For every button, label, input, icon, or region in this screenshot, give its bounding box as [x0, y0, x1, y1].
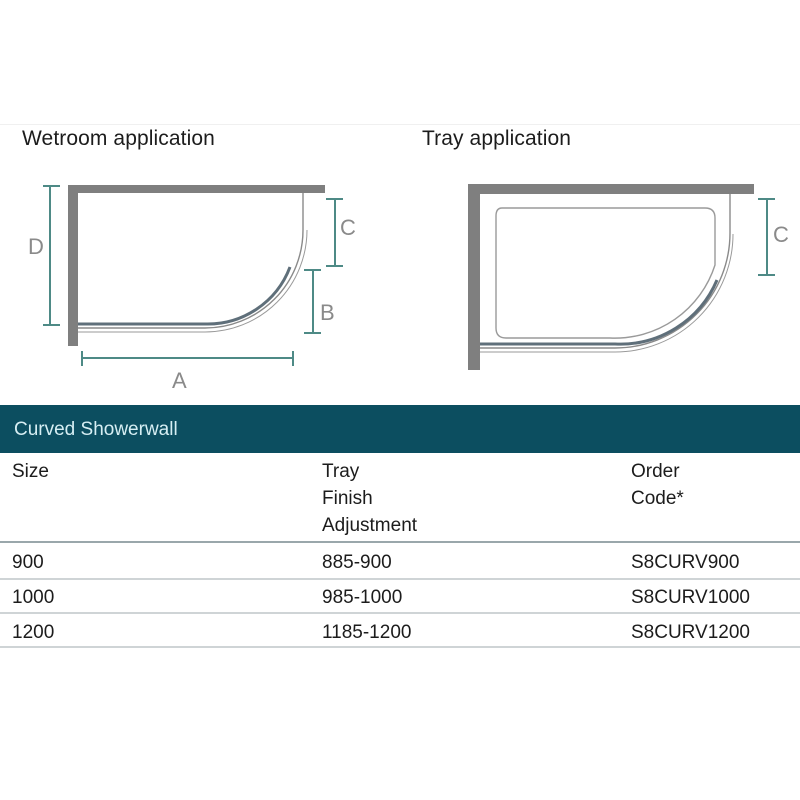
- tray-outline: [495, 207, 716, 339]
- wall: [68, 185, 325, 193]
- table-title: Curved Showerwall: [14, 419, 178, 440]
- header-divider: [0, 541, 800, 543]
- tray-title: Tray application: [422, 127, 572, 150]
- dim-label-c: C: [340, 215, 356, 240]
- cell-order-code: S8CURV900: [631, 552, 740, 573]
- dim-label-b: B: [320, 300, 335, 325]
- top-divider: [0, 124, 800, 125]
- enclosure-outline: [480, 233, 734, 353]
- row-divider: [0, 578, 800, 580]
- cell-size: 1000: [12, 587, 55, 608]
- wetroom-diagram: D C B A: [28, 185, 356, 393]
- cell-order-code: S8CURV1200: [631, 622, 751, 643]
- wall: [468, 184, 754, 194]
- row-divider: [0, 646, 800, 648]
- cell-tray-adjustment: 885-900: [322, 552, 392, 573]
- glass-panel: [480, 279, 719, 346]
- cell-order-code: S8CURV1000: [631, 587, 751, 608]
- tray-diagram: C: [468, 184, 789, 370]
- table-title-bar: Curved Showerwall: [0, 405, 800, 453]
- enclosure-outline: [78, 193, 304, 329]
- column-header-tray-finish-adjustment: Tray Finish Adjustment: [322, 461, 418, 536]
- cell-size: 900: [12, 552, 44, 573]
- dim-label-a: A: [172, 368, 187, 393]
- row-divider: [0, 612, 800, 614]
- wetroom-title: Wetroom application: [22, 127, 215, 150]
- glass-panel: [78, 266, 292, 326]
- wall: [68, 185, 78, 346]
- cell-tray-adjustment: 1185-1200: [322, 622, 412, 643]
- cell-size: 1200: [12, 622, 55, 643]
- cell-tray-adjustment: 985-1000: [322, 587, 403, 608]
- column-header-order-code: Order Code*: [631, 461, 684, 509]
- dim-label-d: D: [28, 234, 44, 259]
- wall: [468, 184, 480, 370]
- enclosure-outline: [480, 194, 731, 349]
- enclosure-outline: [78, 229, 308, 333]
- column-header-size: Size: [12, 461, 49, 482]
- dim-label-c: C: [773, 222, 789, 247]
